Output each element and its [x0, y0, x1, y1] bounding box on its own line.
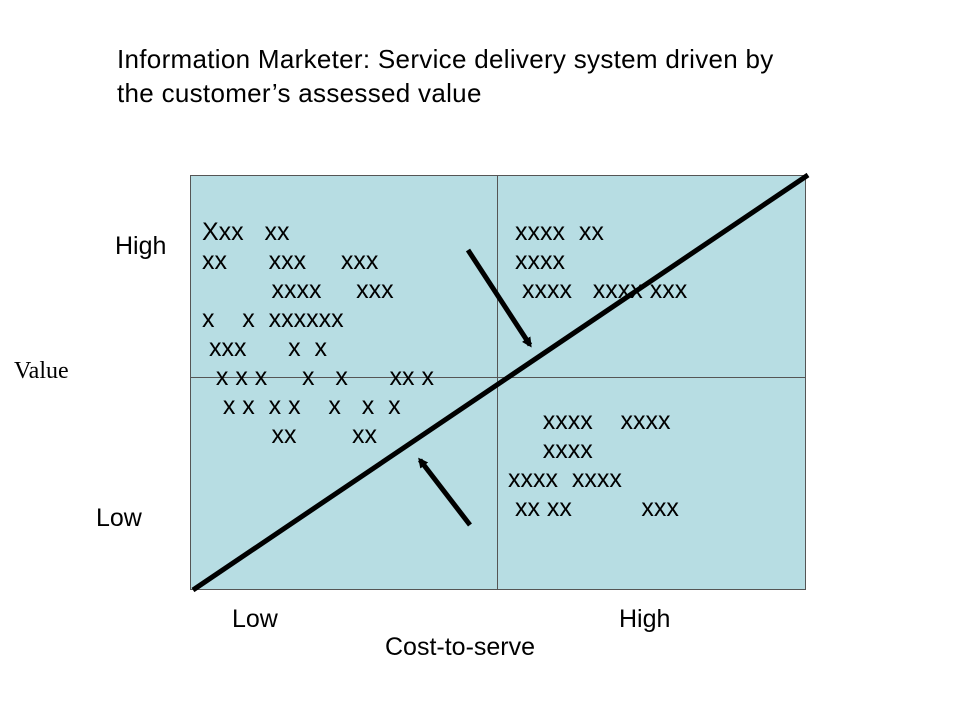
customer-marks-high-cost-high-value: xxxx xx xxxx xxxx xxxx xxx: [515, 218, 688, 304]
y-axis-high-label: High: [115, 232, 167, 260]
y-axis-title: Value: [14, 358, 69, 384]
x-axis-high-label: High: [619, 605, 671, 633]
customer-marks-low-cost: Xxx xx xx xxx xxx xxxx xxx x x xxxxxx xx…: [202, 218, 434, 449]
title-line-1: Information Marketer: Service delivery s…: [117, 44, 774, 74]
x-axis-low-label: Low: [232, 605, 278, 633]
slide-title: Information Marketer: Service delivery s…: [117, 42, 917, 110]
vertical-divider: [497, 176, 498, 589]
x-axis-title: Cost-to-serve: [385, 633, 536, 661]
value-cost-matrix: Xxx xx xx xxx xxx xxxx xxx x x xxxxxx xx…: [190, 175, 806, 590]
title-line-2: the customer’s assessed value: [117, 78, 482, 108]
y-axis-low-label: Low: [96, 504, 142, 532]
customer-marks-high-cost-low-value: xxxx xxxx xxxx xxxx xxxx xx xx xxx: [508, 407, 679, 522]
